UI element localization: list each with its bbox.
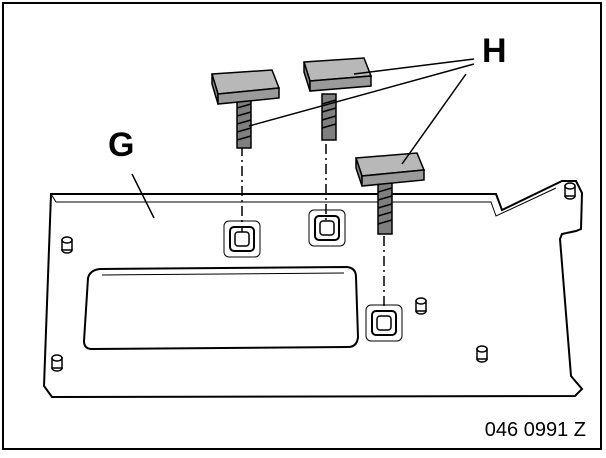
- figure-frame: G H 046 0991 Z: [2, 2, 602, 450]
- alignment-lines: [241, 144, 385, 316]
- stud: [61, 236, 73, 254]
- t-head-bolt: [354, 152, 426, 235]
- slot: [223, 220, 261, 258]
- stud: [51, 354, 63, 372]
- slot: [308, 209, 346, 247]
- plate-studs: [51, 182, 576, 372]
- t-head-bolt: [211, 69, 281, 149]
- plate-label: G: [108, 126, 135, 164]
- bolts-label: H: [482, 32, 507, 70]
- t-head-bolt: [302, 57, 373, 141]
- leader-lines: [131, 58, 475, 219]
- stud: [564, 182, 576, 200]
- stud: [415, 297, 427, 315]
- plate-slots: [223, 209, 403, 342]
- figure-code: 046 0991 Z: [484, 419, 586, 441]
- mounting-diagram: [42, 57, 584, 399]
- stud: [476, 345, 488, 363]
- mounting-plate: [42, 180, 584, 399]
